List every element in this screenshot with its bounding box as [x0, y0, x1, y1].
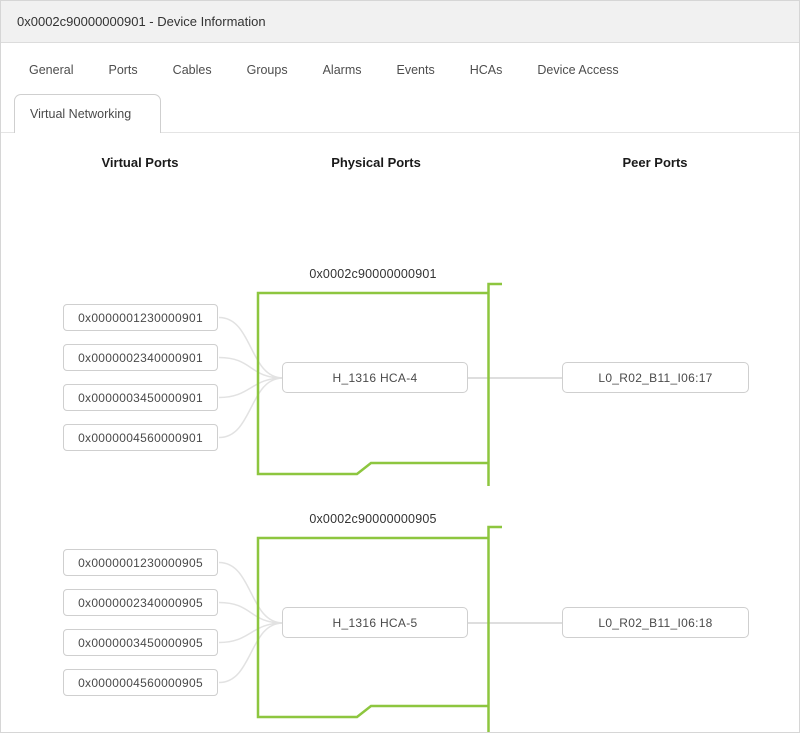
- virtual-port-node[interactable]: 0x0000003450000905: [63, 629, 218, 656]
- physical-port-node[interactable]: H_1316 HCA-4: [282, 362, 468, 393]
- physical-port-node[interactable]: H_1316 HCA-5: [282, 607, 468, 638]
- tab-device-access[interactable]: Device Access: [537, 63, 619, 77]
- tab-hcas[interactable]: HCAs: [469, 63, 503, 77]
- device-guid-label: 0x0002c90000000901: [309, 267, 437, 281]
- tab-virtual-networking[interactable]: Virtual Networking: [14, 94, 161, 133]
- tab-events[interactable]: Events: [396, 63, 435, 77]
- column-header-physical-ports: Physical Ports: [331, 155, 421, 170]
- tab-alarms[interactable]: Alarms: [322, 63, 362, 77]
- column-header-virtual-ports: Virtual Ports: [101, 155, 179, 170]
- window-title: 0x0002c90000000901 - Device Information: [1, 1, 799, 43]
- peer-port-node[interactable]: L0_R02_B11_I06:17: [562, 362, 749, 393]
- peer-port-node[interactable]: L0_R02_B11_I06:18: [562, 607, 749, 638]
- tab-general[interactable]: General: [29, 63, 74, 77]
- virtual-port-node[interactable]: 0x0000002340000905: [63, 589, 218, 616]
- tab-cables[interactable]: Cables: [172, 63, 212, 77]
- virtual-port-node[interactable]: 0x0000004560000901: [63, 424, 218, 451]
- tab-ports[interactable]: Ports: [108, 63, 138, 77]
- column-header-peer-ports: Peer Ports: [622, 155, 688, 170]
- virtual-port-node[interactable]: 0x0000003450000901: [63, 384, 218, 411]
- virtual-port-node[interactable]: 0x0000001230000901: [63, 304, 218, 331]
- tab-bar: General Ports Cables Groups Alarms Event…: [29, 63, 619, 77]
- virtual-port-node[interactable]: 0x0000001230000905: [63, 549, 218, 576]
- tabstrip-divider: [1, 132, 799, 133]
- tab-groups[interactable]: Groups: [246, 63, 288, 77]
- virtual-port-node[interactable]: 0x0000004560000905: [63, 669, 218, 696]
- device-guid-label: 0x0002c90000000905: [309, 512, 437, 526]
- virtual-port-node[interactable]: 0x0000002340000901: [63, 344, 218, 371]
